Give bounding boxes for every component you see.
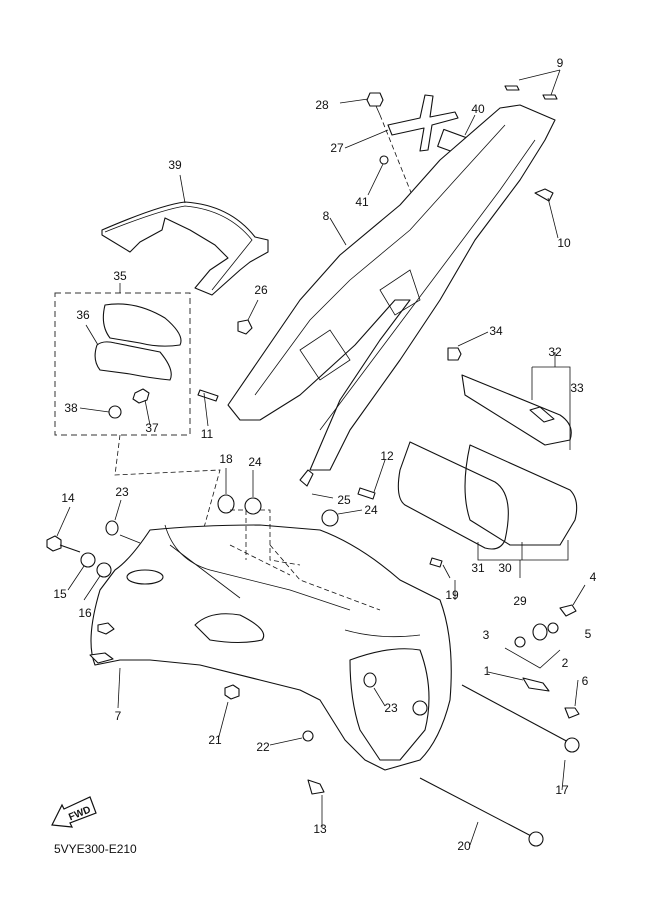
callout-22[interactable]: 22 bbox=[256, 740, 270, 754]
callout-41[interactable]: 41 bbox=[355, 195, 369, 209]
callout-33[interactable]: 33 bbox=[570, 381, 584, 395]
part-8-rear-subframe bbox=[227, 69, 561, 471]
callout-34[interactable]: 34 bbox=[489, 324, 503, 338]
callout-26[interactable]: 26 bbox=[254, 283, 268, 297]
part-29-guard-set bbox=[397, 441, 578, 600]
callout-37[interactable]: 37 bbox=[145, 421, 159, 435]
drawing-code: 5VYE300-E210 bbox=[54, 842, 137, 856]
front-fasteners bbox=[46, 468, 363, 601]
callout-17[interactable]: 17 bbox=[555, 783, 569, 797]
callout-4[interactable]: 4 bbox=[589, 570, 597, 584]
callout-1[interactable]: 1 bbox=[483, 664, 491, 678]
callout-3[interactable]: 3 bbox=[482, 628, 490, 642]
callout-39[interactable]: 39 bbox=[168, 158, 182, 172]
callout-16[interactable]: 16 bbox=[78, 606, 92, 620]
callout-30[interactable]: 30 bbox=[498, 561, 512, 575]
part-25-link bbox=[299, 469, 334, 499]
callout-31[interactable]: 31 bbox=[471, 561, 485, 575]
callout-6[interactable]: 6 bbox=[581, 674, 589, 688]
rear-fasteners bbox=[217, 557, 586, 847]
callout-12[interactable]: 12 bbox=[380, 449, 394, 463]
callout-40[interactable]: 40 bbox=[471, 102, 485, 116]
callout-2[interactable]: 2 bbox=[561, 656, 569, 670]
part-7-main-frame bbox=[89, 524, 452, 771]
subframe-bolts bbox=[197, 299, 489, 500]
callout-25[interactable]: 25 bbox=[337, 493, 351, 507]
callout-21[interactable]: 21 bbox=[208, 733, 222, 747]
callout-23-rear[interactable]: 23 bbox=[384, 701, 398, 715]
callout-11[interactable]: 11 bbox=[200, 427, 214, 441]
callout-38[interactable]: 38 bbox=[64, 401, 78, 415]
callout-27[interactable]: 27 bbox=[330, 141, 344, 155]
part-35-group bbox=[54, 283, 221, 561]
rear-upper-fasteners bbox=[339, 92, 476, 216]
callout-24-upper[interactable]: 24 bbox=[248, 455, 262, 469]
callout-36[interactable]: 36 bbox=[76, 308, 90, 322]
callout-5[interactable]: 5 bbox=[584, 627, 592, 641]
callout-15[interactable]: 15 bbox=[53, 587, 67, 601]
callout-14[interactable]: 14 bbox=[61, 491, 75, 505]
callout-32[interactable]: 32 bbox=[548, 345, 562, 359]
callout-23-front[interactable]: 23 bbox=[115, 485, 129, 499]
callout-10[interactable]: 10 bbox=[557, 236, 571, 250]
callout-20[interactable]: 20 bbox=[457, 839, 471, 853]
callout-9[interactable]: 9 bbox=[556, 56, 564, 70]
forward-direction-icon: FWD bbox=[51, 796, 97, 828]
callout-28[interactable]: 28 bbox=[315, 98, 329, 112]
callout-24-lower[interactable]: 24 bbox=[364, 503, 378, 517]
callout-19[interactable]: 19 bbox=[445, 588, 459, 602]
part-32-bracket bbox=[461, 352, 572, 450]
callout-13[interactable]: 13 bbox=[313, 822, 327, 836]
callout-8[interactable]: 8 bbox=[322, 209, 330, 223]
part-39-tail-cover bbox=[101, 174, 269, 296]
callout-35[interactable]: 35 bbox=[113, 269, 127, 283]
callout-18[interactable]: 18 bbox=[219, 452, 233, 466]
callout-7[interactable]: 7 bbox=[114, 709, 122, 723]
callout-29[interactable]: 29 bbox=[513, 594, 527, 608]
